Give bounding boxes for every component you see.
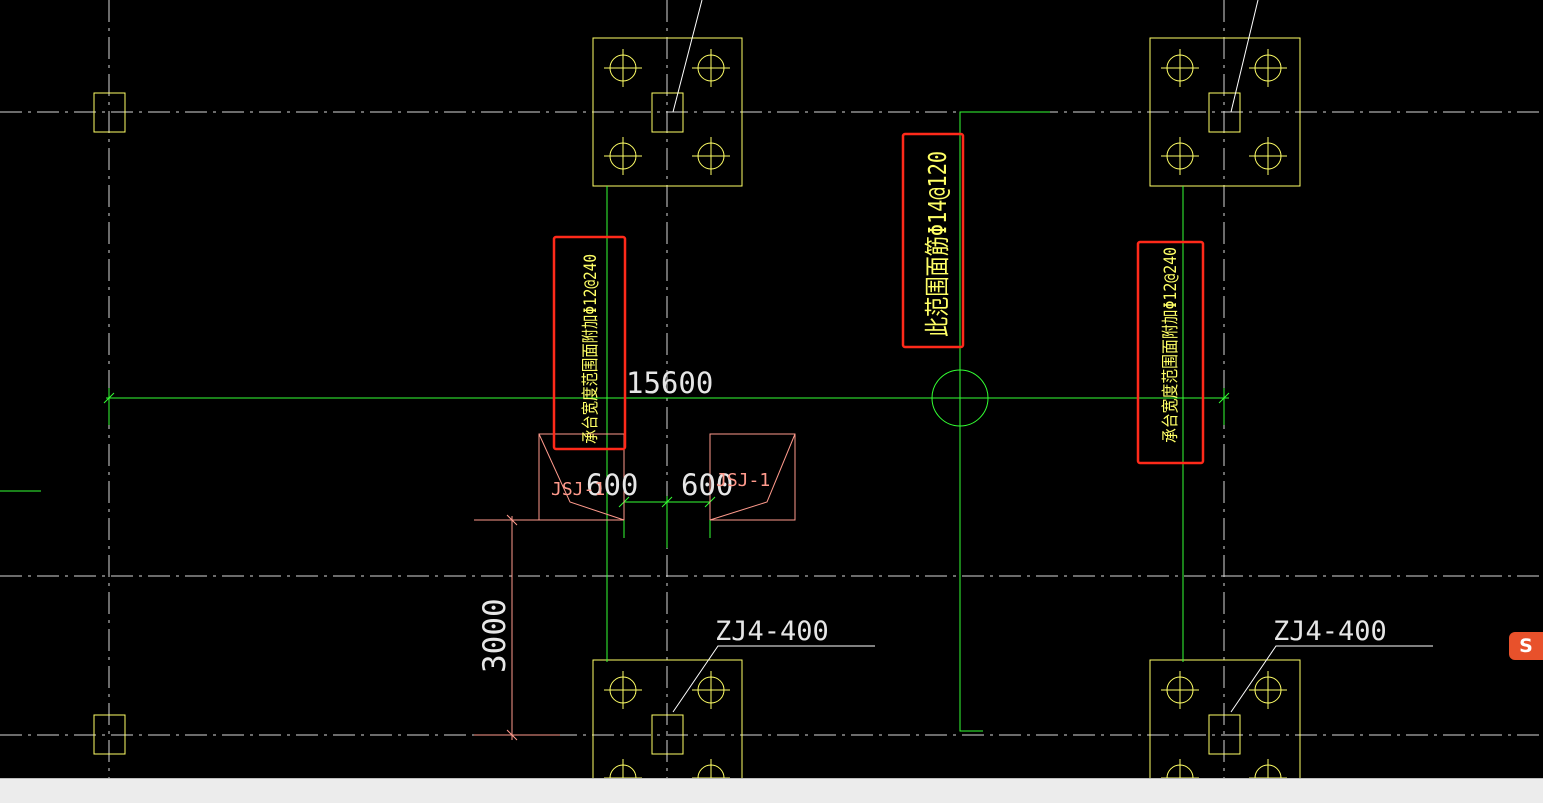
dim-3000-text: 3000 xyxy=(477,598,513,673)
pile-cap-label-left: ZJ4-400 xyxy=(715,616,829,647)
highlight-left xyxy=(552,235,627,451)
pile-cap-top-right[interactable] xyxy=(1149,37,1301,187)
columns-left xyxy=(93,92,126,755)
range-line-middle xyxy=(959,111,1050,732)
leader-zj4-left xyxy=(672,645,875,713)
pile-cap-label-right: ZJ4-400 xyxy=(1273,616,1387,647)
leader-lines xyxy=(672,0,1433,713)
dim-600-left-text: 600 xyxy=(586,468,638,502)
note-left: 承台宽度范围面附加Φ12@240 xyxy=(581,254,601,444)
note-middle: 此范围面筋Φ14@120 xyxy=(923,151,952,337)
beam-label-left: JSJ-1 xyxy=(551,479,605,500)
pile-symbols xyxy=(1161,49,1287,175)
axis-grid xyxy=(0,0,1543,778)
axis-bubble xyxy=(931,369,989,427)
note-right: 承台宽度范围面附加Φ12@240 xyxy=(1161,247,1181,443)
pink-beam-elements xyxy=(474,433,796,741)
column-left-top[interactable] xyxy=(93,92,126,133)
dim-600-right-text: 600 xyxy=(681,468,733,502)
column-left-bottom[interactable] xyxy=(93,714,126,755)
leader-zj4-right xyxy=(1230,645,1433,713)
pile-symbols xyxy=(604,49,730,175)
beam-label-right: JSJ-1 xyxy=(716,470,770,491)
rebar-range-lines xyxy=(0,111,1230,732)
status-bar xyxy=(0,778,1543,803)
highlight-boxes xyxy=(552,132,1205,465)
highlight-right xyxy=(1136,240,1205,465)
pile-cap-bottom-right[interactable] xyxy=(1149,659,1301,792)
beam-jsj-left xyxy=(538,433,625,520)
highlight-middle xyxy=(901,132,965,349)
ime-badge-icon[interactable]: S xyxy=(1509,632,1543,660)
dim-15600-text: 15600 xyxy=(626,366,713,400)
pile-cap-top-left[interactable] xyxy=(592,37,743,187)
